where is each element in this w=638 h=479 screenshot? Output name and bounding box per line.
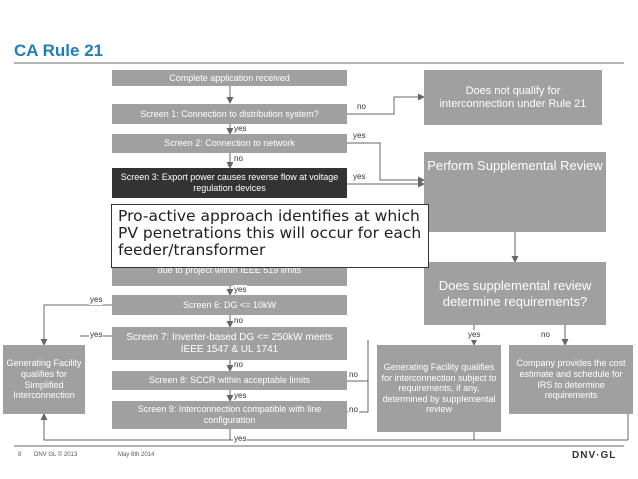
screen-2: Screen 2: Connection to network bbox=[112, 134, 347, 153]
dnvgl-logo: DNV·GL bbox=[572, 450, 617, 461]
screen-6: Screen 6: DG <= 10kW bbox=[112, 295, 347, 315]
screen-1: Screen 1: Connection to distribution sys… bbox=[112, 104, 347, 124]
page-number: 8 bbox=[18, 452, 22, 458]
edge-s9-yes bbox=[40, 413, 231, 441]
label-s7-no: no bbox=[233, 360, 244, 370]
label-s2-no: no bbox=[233, 154, 244, 164]
label-s6-yes: yes bbox=[89, 295, 104, 305]
outcome-not-qualify: Does not qualify for interconnection und… bbox=[424, 70, 602, 125]
footer-date: May 6th 2014 bbox=[118, 452, 155, 458]
footer-copyright: DNV GL © 2013 bbox=[34, 452, 78, 458]
label-s1-no: no bbox=[356, 102, 367, 112]
label-s9-no: no bbox=[348, 405, 359, 415]
label-s8-yes: yes bbox=[233, 391, 248, 401]
label-s8-no: no bbox=[348, 370, 359, 380]
outcome-qualifies-subject: Generating Facility qualifies for interc… bbox=[377, 345, 501, 432]
outcome-company-provides: Company provides the cost estimate and s… bbox=[509, 345, 633, 414]
label-supp-yes: yes bbox=[467, 330, 482, 340]
edge-s6-yes bbox=[40, 304, 112, 346]
edge-s1-no bbox=[347, 93, 425, 115]
step-application-received: Complete application received bbox=[112, 70, 347, 86]
label-s3-yes: yes bbox=[352, 172, 367, 182]
outcome-simplified: Generating Facility qualifies for Simpli… bbox=[3, 345, 85, 414]
label-s5-yes: yes bbox=[233, 285, 248, 295]
edge-s2-yes bbox=[347, 142, 425, 184]
screen-7: Screen 7: Inverter-based DG <= 250kW mee… bbox=[112, 327, 347, 360]
outcome-perform-supplemental: Perform Supplemental Review bbox=[424, 152, 606, 232]
label-s1-yes: yes bbox=[233, 124, 248, 134]
label-s6-no: no bbox=[233, 316, 244, 326]
outcome-supplemental-question: Does supplemental review determine requi… bbox=[424, 262, 606, 325]
screen-3: Screen 3: Export power causes reverse fl… bbox=[112, 168, 347, 198]
callout-note: Pro-active approach identifies at which … bbox=[111, 204, 429, 268]
slide-title: CA Rule 21 bbox=[14, 41, 104, 60]
screen-8: Screen 8: SCCR within acceptable limits bbox=[112, 371, 347, 390]
label-s7-yes: yes bbox=[89, 330, 104, 340]
screen-9: Screen 9: Interconnection compatible wit… bbox=[112, 401, 347, 429]
label-s2-yes: yes bbox=[352, 131, 367, 141]
label-supp-no: no bbox=[540, 330, 551, 340]
label-s9-yes: yes bbox=[233, 434, 248, 444]
